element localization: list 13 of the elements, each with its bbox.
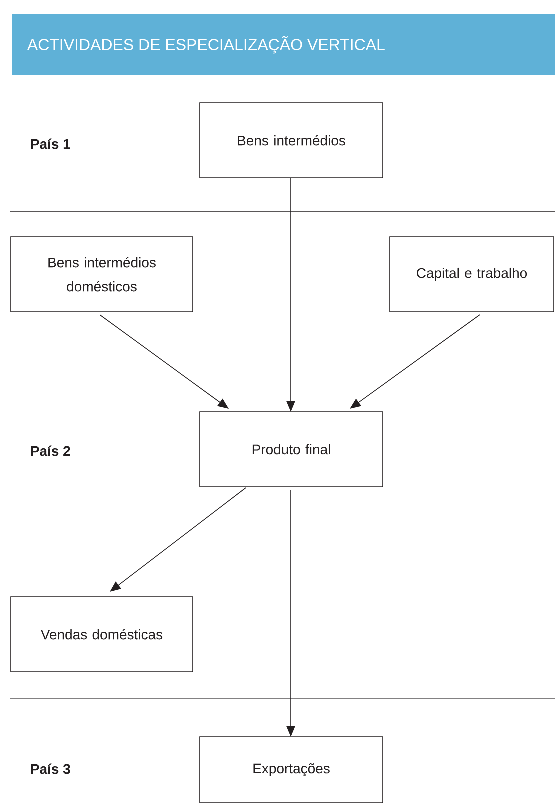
arrow [110, 488, 246, 592]
arrow [100, 314, 229, 409]
process-box: Bens intermédios domésticos [10, 236, 194, 312]
process-box: Bens intermédios [200, 102, 384, 178]
process-box: Capital e trabalho [390, 236, 554, 312]
country-label: País 1 [31, 138, 70, 150]
process-box: Vendas domésticas [10, 596, 194, 672]
country-label: País 2 [31, 446, 70, 456]
process-box: Produto final [200, 412, 384, 488]
arrow [350, 314, 480, 409]
country-label: País 3 [31, 764, 70, 774]
title-band: ACTIVIDADES DE ESPECIALIZAÇÃO VERTICAL [12, 14, 555, 75]
process-box: Exportações [200, 736, 384, 804]
